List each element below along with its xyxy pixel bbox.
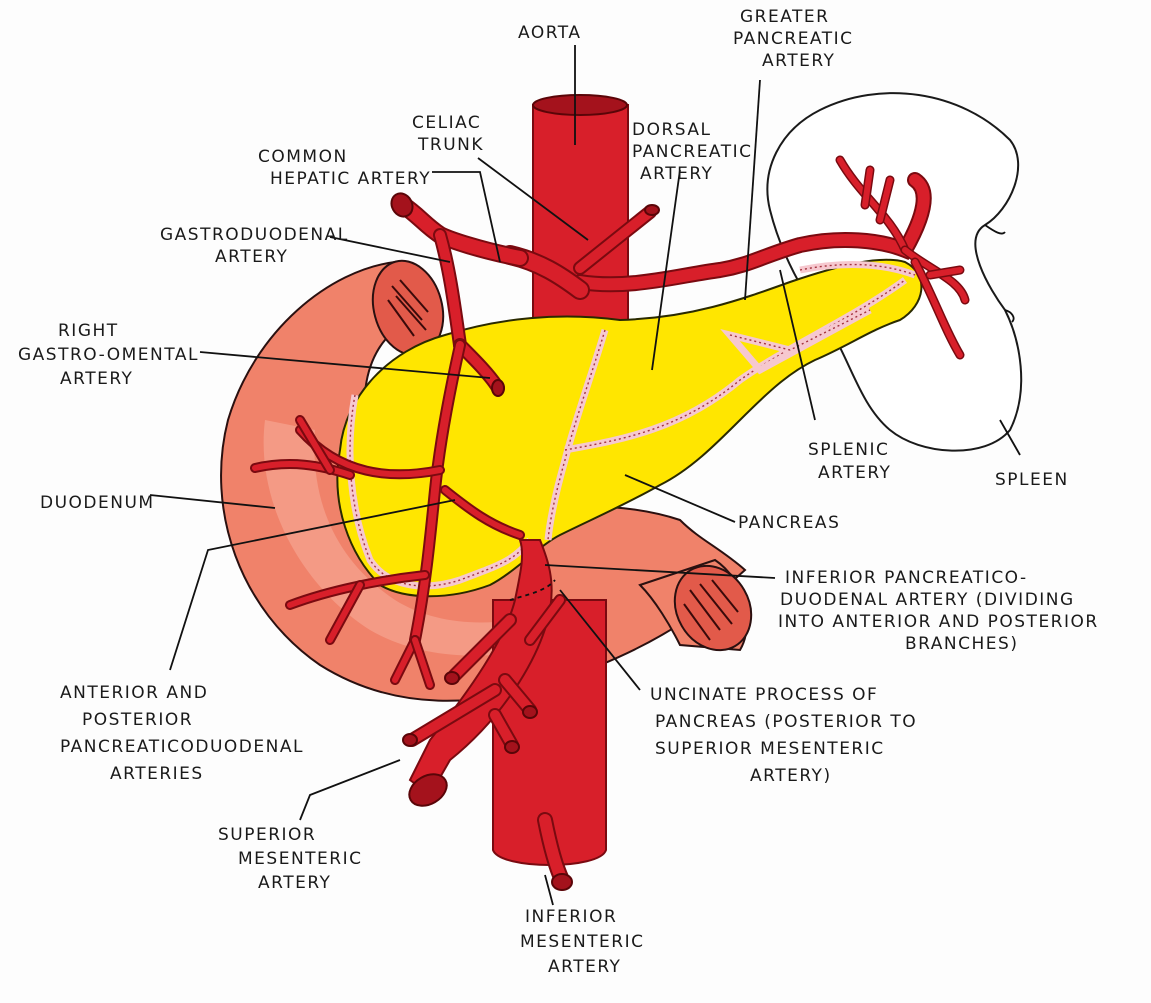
spleen-notch [985,225,1005,234]
label-dorsal-3: ARTERY [640,164,713,184]
label-celiac-2: TRUNK [417,135,484,155]
label-gastroduodenal-1: GASTRODUODENAL [160,225,349,245]
label-greater-pancreatic-2: PANCREATIC [733,29,854,49]
label-uncinate-4: ARTERY) [750,766,832,786]
label-spleen: SPLEEN [995,470,1069,490]
label-inferior-pd-1: INFERIOR PANCREATICO- [785,568,1028,588]
label-splenic-1: SPLENIC [808,440,889,460]
label-common-hepatic-1: COMMON [258,147,348,167]
aorta-top-lumen [533,95,627,115]
label-right-go-1: RIGHT [58,321,119,341]
label-inferior-pd-2: DUODENAL ARTERY (DIVIDING [780,590,1075,610]
label-anterior-posterior-1: ANTERIOR AND [60,683,208,703]
label-gastroduodenal-2: ARTERY [215,247,288,267]
label-anterior-posterior-4: ARTERIES [110,764,204,784]
label-uncinate-1: UNCINATE PROCESS OF [650,685,878,705]
label-ima-1: INFERIOR [525,907,617,927]
label-ima-2: MESENTERIC [520,932,644,952]
label-sma-2: MESENTERIC [238,849,362,869]
label-uncinate-2: PANCREAS (POSTERIOR TO [655,712,917,732]
label-uncinate-3: SUPERIOR MESENTERIC [655,739,885,759]
common-hepatic-artery [387,190,520,258]
label-anterior-posterior-2: POSTERIOR [82,710,193,730]
label-ima-3: ARTERY [548,957,621,977]
label-anterior-posterior-3: PANCREATICODUODENAL [60,737,304,757]
label-sma-3: ARTERY [258,873,331,893]
label-greater-pancreatic-1: GREATER [740,7,829,27]
label-inferior-pd-3: INTO ANTERIOR AND POSTERIOR [778,612,1099,632]
label-splenic-2: ARTERY [818,463,891,483]
gastroduodenal-artery [440,235,460,345]
label-sma-1: SUPERIOR [218,825,316,845]
label-right-go-2: GASTRO-OMENTAL [18,345,199,365]
label-celiac-1: CELIAC [412,113,481,133]
label-aorta: AORTA [518,23,581,43]
label-greater-pancreatic-3: ARTERY [762,51,835,71]
label-right-go-3: ARTERY [60,369,133,389]
label-inferior-pd-4: BRANCHES) [905,634,1018,654]
label-dorsal-2: PANCREATIC [632,142,753,162]
label-duodenum: DUODENUM [40,493,155,513]
label-common-hepatic-2: HEPATIC ARTERY [270,169,431,189]
label-pancreas: PANCREAS [738,513,840,533]
label-dorsal-1: DORSAL [632,120,712,140]
